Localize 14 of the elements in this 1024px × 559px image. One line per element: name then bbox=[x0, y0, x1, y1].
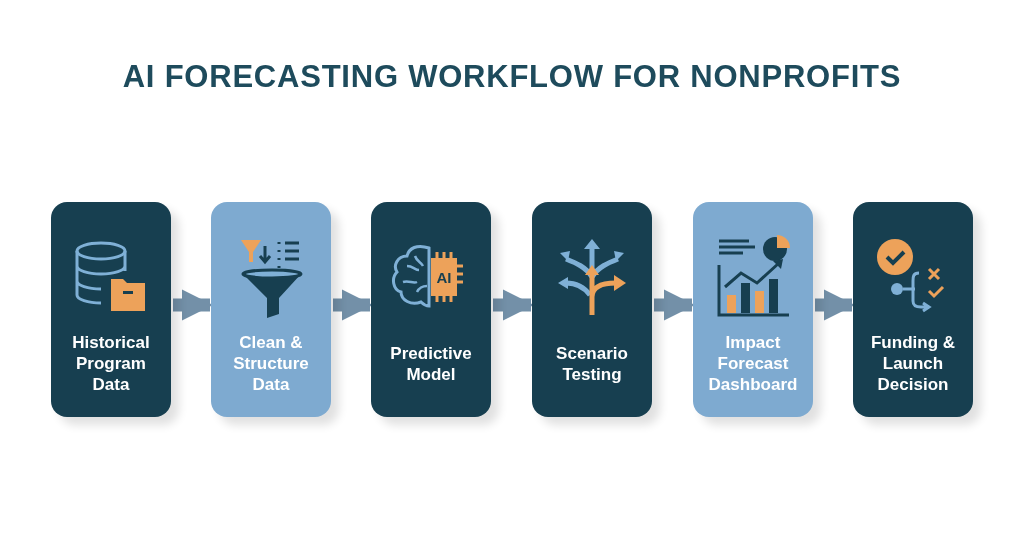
process-box bbox=[371, 202, 491, 417]
chip-label: AI bbox=[436, 269, 452, 286]
title: AI FORECASTING WORKFLOW FOR NONPROFITS bbox=[122, 58, 902, 96]
step-label: Impact Forecast Dashboard bbox=[707, 332, 799, 395]
step-label: Historical Program Data bbox=[71, 332, 151, 395]
process-box bbox=[211, 202, 331, 417]
step-label: Scenario Testing bbox=[555, 342, 629, 385]
process-box bbox=[853, 202, 973, 417]
process-box bbox=[532, 202, 652, 417]
step-label: Clean & Structure Data bbox=[232, 332, 310, 395]
step-label: Funding & Launch Decision bbox=[870, 332, 956, 395]
step-label: Predictive Model bbox=[389, 342, 473, 385]
process-box bbox=[51, 202, 171, 417]
process-box bbox=[693, 202, 813, 417]
